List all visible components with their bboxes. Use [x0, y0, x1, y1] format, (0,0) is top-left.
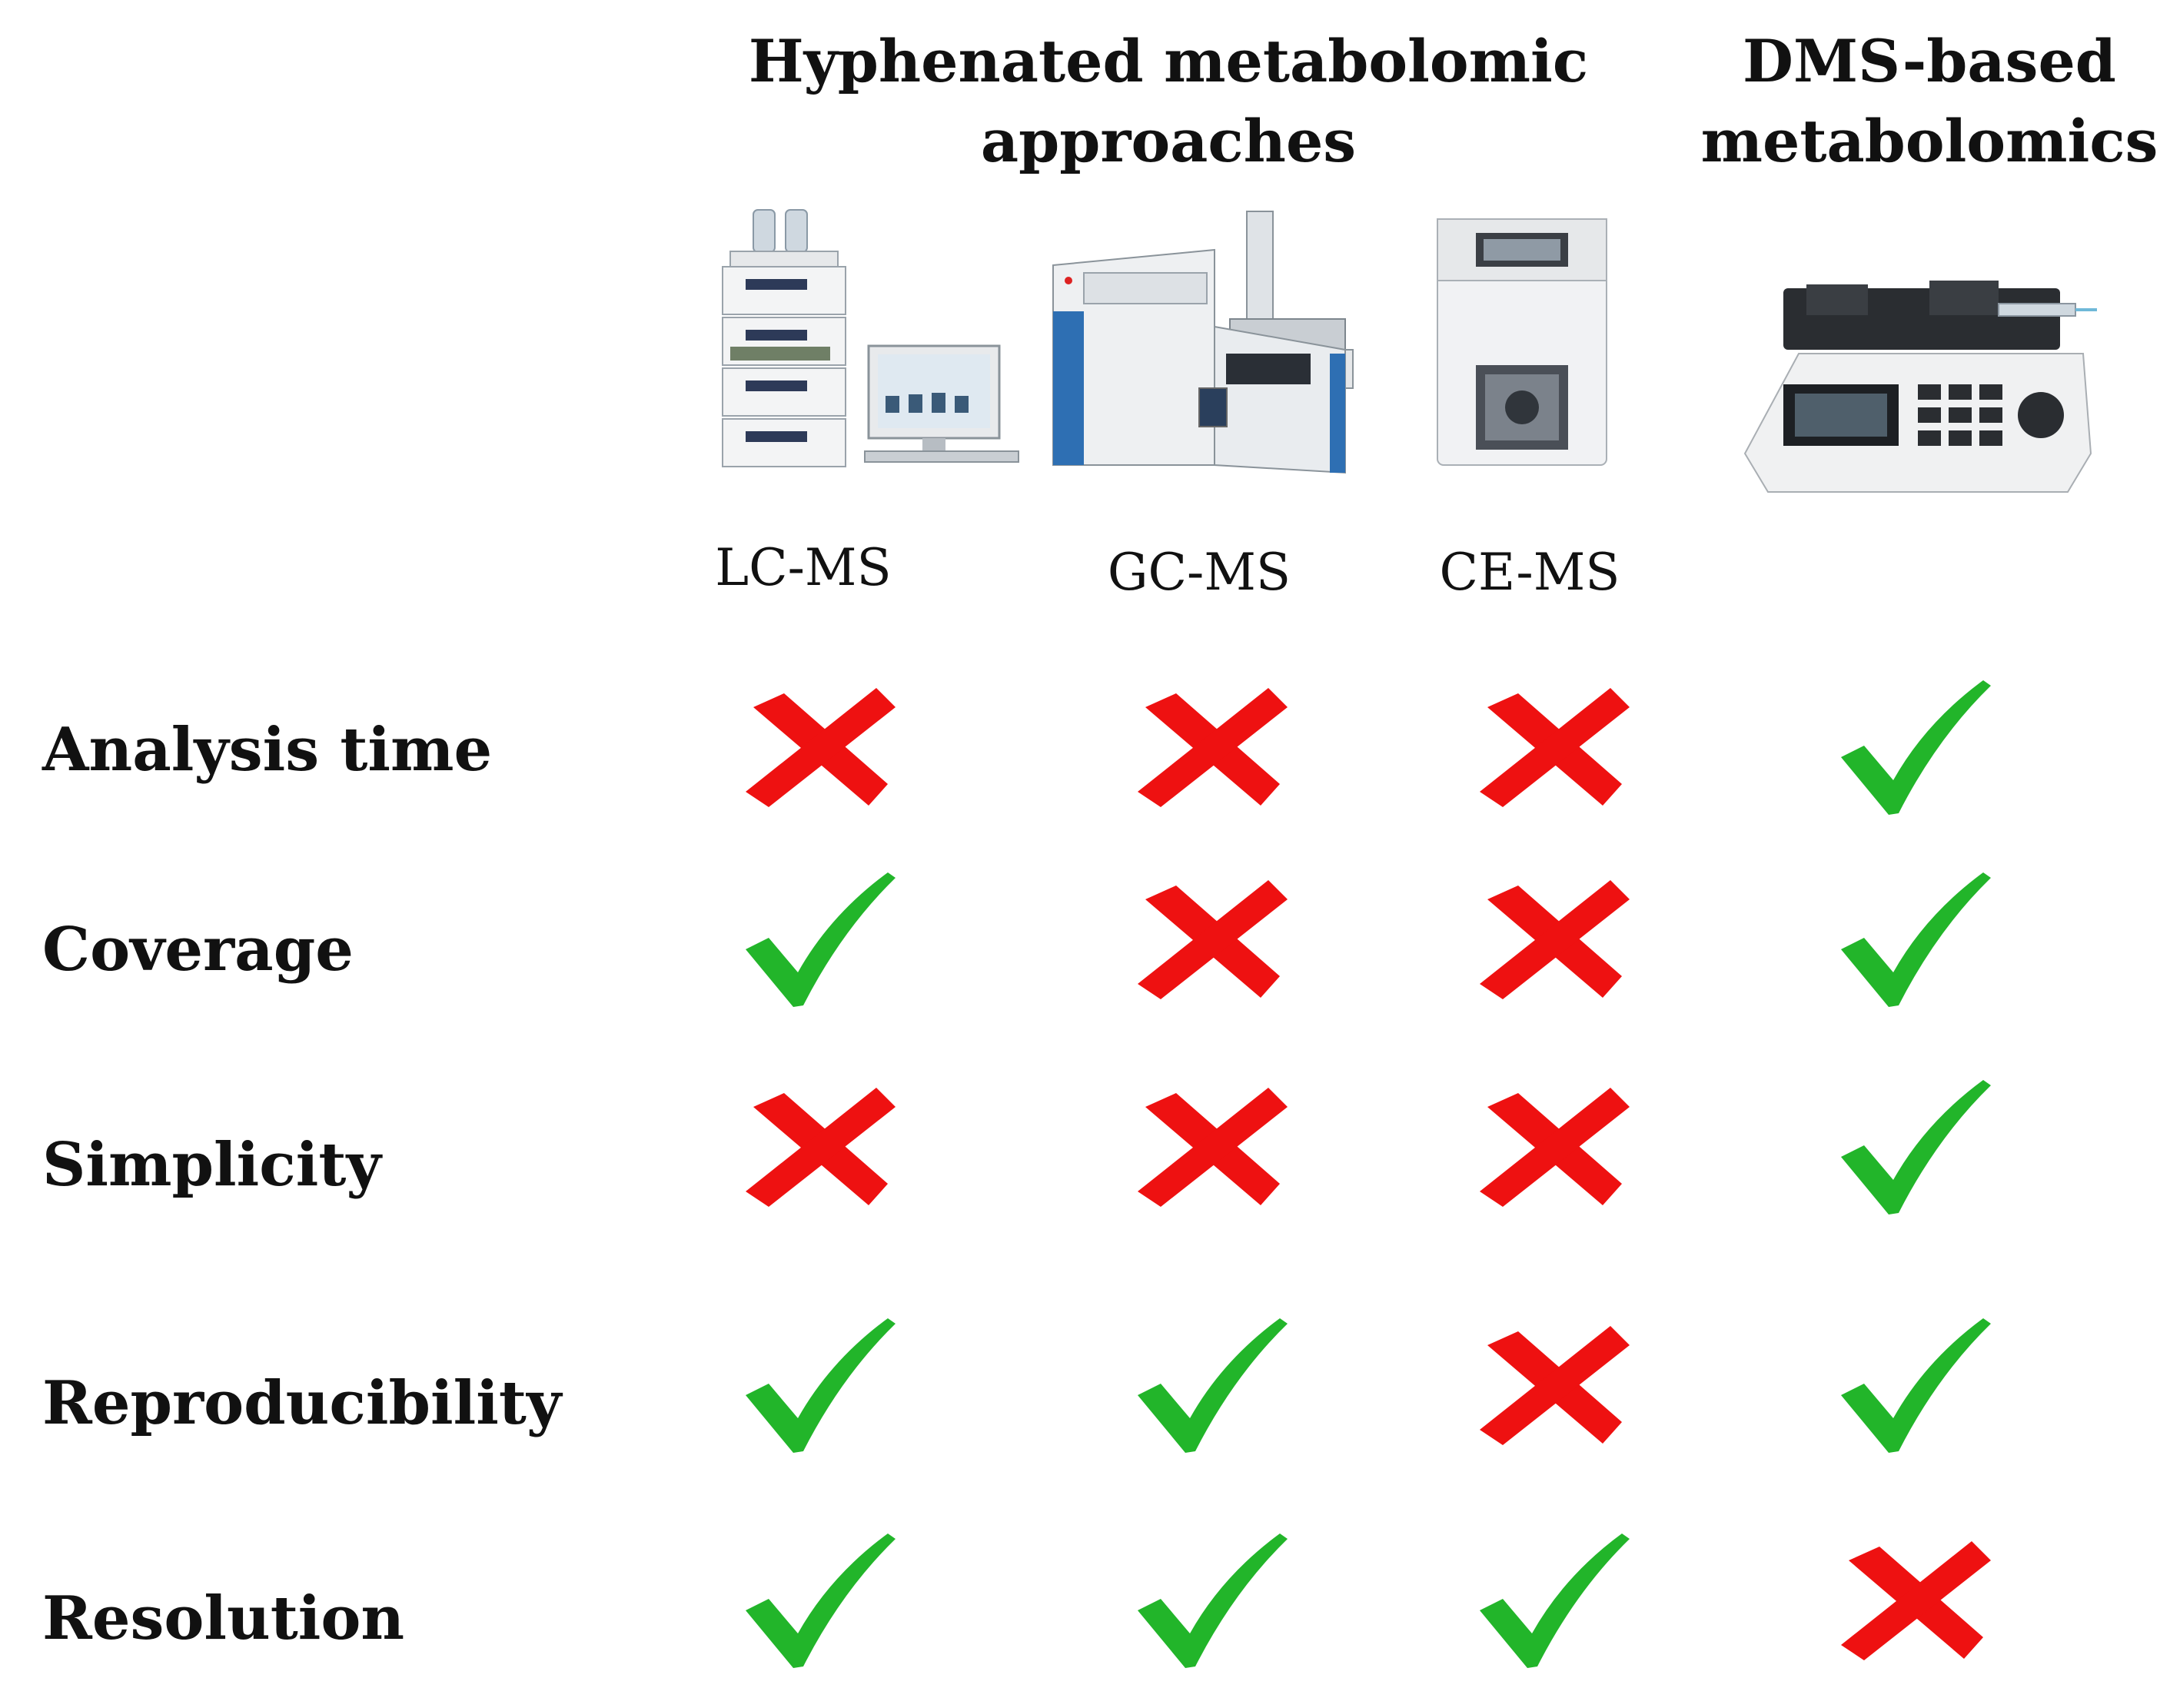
column-label-gc-ms: GC-MS [1107, 543, 1291, 602]
row-label-reproducibility: Reproducibility [42, 1368, 562, 1438]
row-label-resolution: Resolution [42, 1583, 405, 1653]
check-mark-icon [1833, 1076, 1995, 1222]
ce-ms-instrument-icon [1430, 211, 1622, 473]
cross-mark-icon [738, 1076, 899, 1222]
cross-mark-icon [1130, 1076, 1291, 1222]
check-mark-icon [1130, 1314, 1291, 1460]
check-mark-icon [1833, 1314, 1995, 1460]
row-label-analysis-time: Analysis time [42, 715, 493, 785]
gc-ms-instrument-icon [1038, 204, 1361, 488]
cross-mark-icon [1472, 1314, 1633, 1460]
column-label-ce-ms: CE-MS [1439, 543, 1620, 602]
dms-metabolomics-header: DMS-based metabolomics [1700, 27, 2158, 175]
cross-mark-icon [1130, 676, 1291, 822]
cross-mark-icon [1472, 1076, 1633, 1222]
column-label-lc-ms: LC-MS [715, 538, 892, 597]
cross-mark-icon [1130, 869, 1291, 1015]
hyphenated-approaches-header: Hyphenated metabolomic approaches [748, 27, 1589, 175]
check-mark-icon [1130, 1530, 1291, 1676]
row-label-simplicity: Simplicity [42, 1130, 381, 1200]
check-mark-icon [1472, 1530, 1633, 1676]
check-mark-icon [738, 869, 899, 1015]
cross-mark-icon [1833, 1530, 1995, 1676]
cross-mark-icon [1472, 869, 1633, 1015]
cross-mark-icon [738, 676, 899, 822]
check-mark-icon [1833, 676, 1995, 822]
check-mark-icon [738, 1530, 899, 1676]
check-mark-icon [1833, 869, 1995, 1015]
row-label-coverage: Coverage [42, 915, 354, 985]
check-mark-icon [738, 1314, 899, 1460]
cross-mark-icon [1472, 676, 1633, 822]
syringe-pump-icon [1737, 261, 2099, 507]
lc-ms-instrument-icon [715, 204, 1022, 488]
